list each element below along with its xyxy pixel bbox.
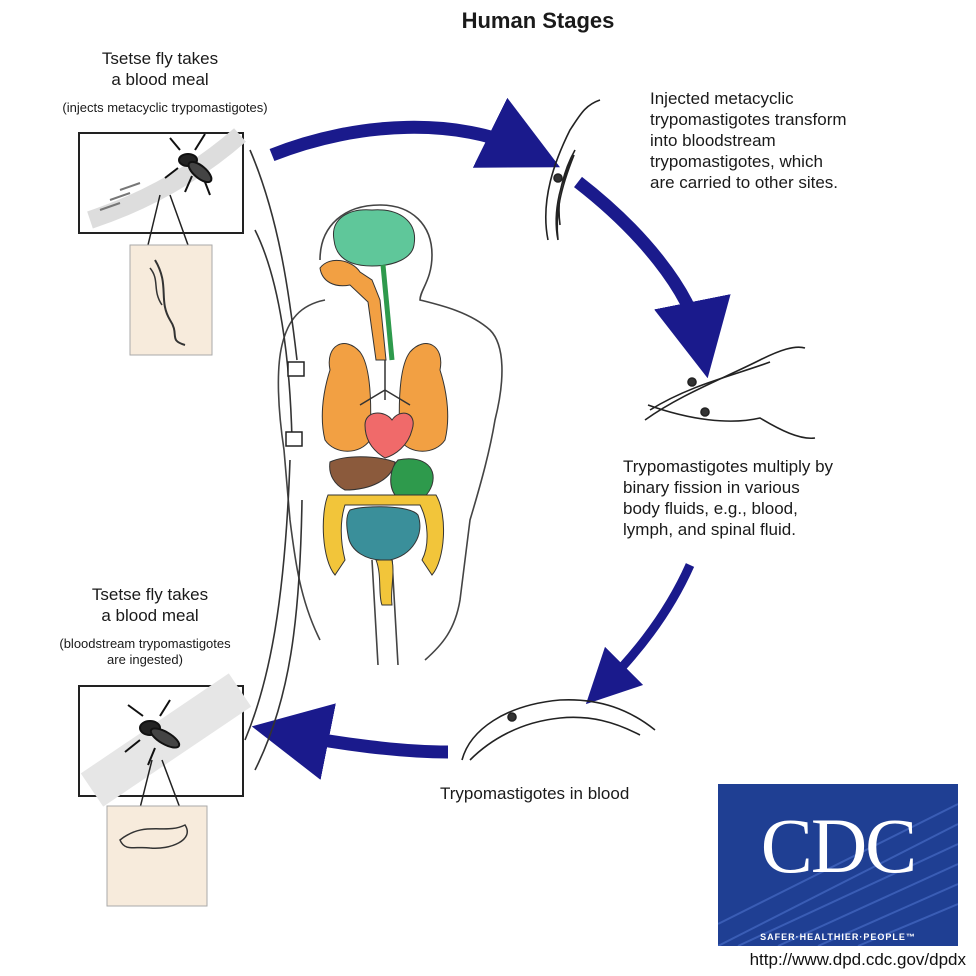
stage1-line: into bloodstream: [650, 130, 950, 151]
brain-shape: [333, 210, 414, 266]
stage1-line: trypomastigotes transform: [650, 109, 950, 130]
stage2-line: binary fission in various: [623, 477, 943, 498]
stage2-label: Trypomastigotes multiply by binary fissi…: [623, 456, 943, 540]
trypanosome-stage3-icon: [462, 700, 655, 760]
fly-inset-bottom: [79, 686, 243, 906]
source-url[interactable]: http://www.dpd.cdc.gov/dpdx: [676, 950, 966, 970]
arrow-right-upper: [578, 182, 700, 340]
rectum: [376, 560, 393, 605]
fly-top-note: (injects metacyclic trypomastigotes): [10, 100, 320, 116]
fly-bottom-line1: Tsetse fly takes: [40, 584, 260, 605]
stage1-label: Injected metacyclic trypomastigotes tran…: [650, 88, 950, 193]
fly-inset-top: [79, 133, 243, 355]
arrow-right-lower: [605, 565, 690, 685]
bite-site-marker-lower: [286, 432, 302, 446]
stage2-line: body fluids, e.g., blood,: [623, 498, 943, 519]
stage1-line: trypomastigotes, which: [650, 151, 950, 172]
cdc-logo: CDC SAFER·HEALTHIER·PEOPLE™: [718, 784, 958, 946]
trypanosome-stage2-icon: [645, 347, 815, 438]
stage3-label: Trypomastigotes in blood: [440, 783, 720, 804]
cdc-letters: CDC: [718, 806, 958, 886]
arrow-top: [272, 127, 525, 155]
fly-bottom-note-line1: (bloodstream trypomastigotes: [10, 636, 280, 652]
trypanosome-stage1-icon: [546, 100, 600, 240]
fly-bottom-note: (bloodstream trypomastigotes are ingeste…: [10, 636, 280, 668]
arrow-bottom: [290, 734, 448, 752]
fly-top-line2: a blood meal: [60, 69, 260, 90]
lung-left: [322, 344, 370, 452]
stage2-line: lymph, and spinal fluid.: [623, 519, 943, 540]
stage1-line: are carried to other sites.: [650, 172, 950, 193]
bite-site-marker-upper: [288, 362, 304, 376]
fly-top-line1: Tsetse fly takes: [60, 48, 260, 69]
fly-bottom-note-line2: are ingested): [10, 652, 280, 668]
liver-shape: [330, 457, 395, 490]
stage1-line: Injected metacyclic: [650, 88, 950, 109]
nasal-throat: [320, 260, 386, 360]
fly-bottom-line2: a blood meal: [40, 605, 260, 626]
fly-bottom-label: Tsetse fly takes a blood meal: [40, 584, 260, 626]
fly-top-label: Tsetse fly takes a blood meal: [60, 48, 260, 90]
heart-shape: [365, 413, 413, 458]
cdc-tagline: SAFER·HEALTHIER·PEOPLE™: [718, 932, 958, 942]
small-intestine: [347, 507, 420, 561]
stage2-line: Trypomastigotes multiply by: [623, 456, 943, 477]
